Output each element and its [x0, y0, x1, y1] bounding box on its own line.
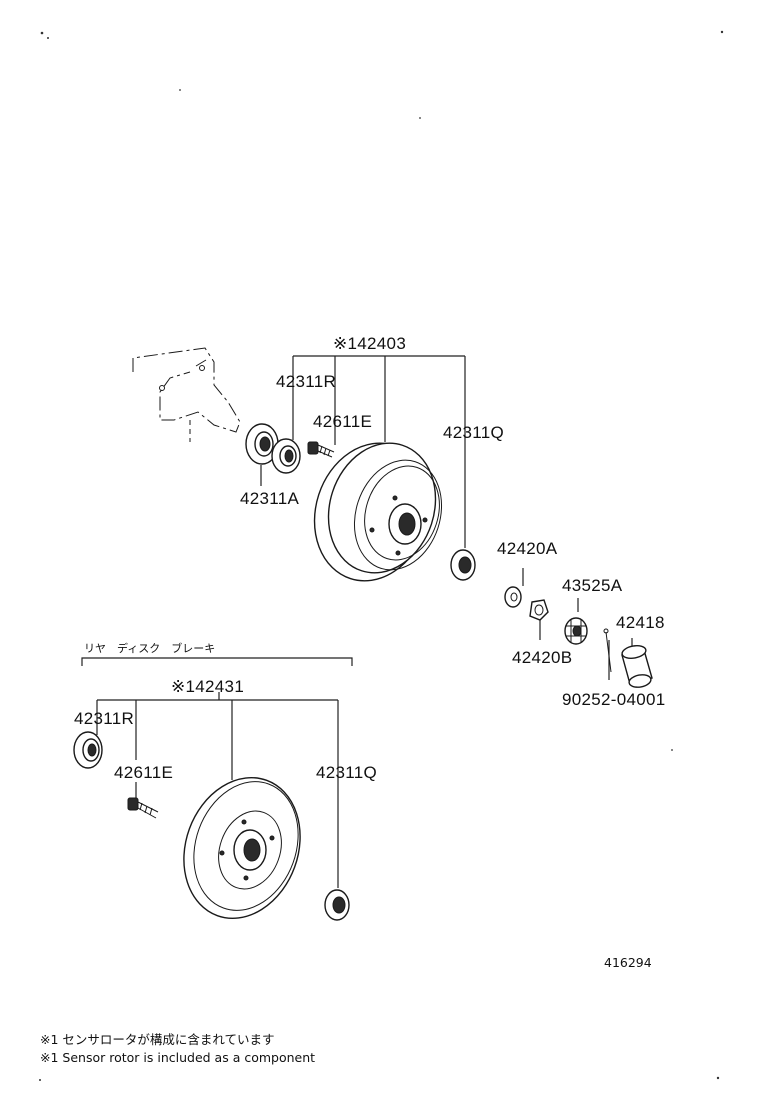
note-japanese: ※1 センサロータが構成に含まれています: [40, 1032, 275, 1047]
backing-plate-outline: [132, 347, 241, 442]
cotter-pin-90252: [603, 628, 612, 673]
bearing-42311q-lower: [324, 889, 350, 921]
nut-42420b: [529, 599, 549, 621]
grease-cap-42418: [621, 645, 653, 688]
rear-disc-bracket: リヤ ディスク ブレーキ: [81, 641, 353, 666]
label-42420b: 42420B: [512, 648, 572, 667]
label-42611e-upper: 42611E: [313, 412, 372, 431]
lower-leader-lines: [96, 692, 339, 888]
bearing-42311r-lower: [73, 731, 103, 769]
label-42311r-upper: 42311R: [276, 372, 336, 391]
upper-leader-lines: [260, 355, 633, 680]
washer-42420a: [504, 586, 522, 608]
label-42311q-lower: 42311Q: [316, 763, 377, 782]
label-42311r-lower: 42311R: [74, 709, 134, 728]
hub-bolt-42611e-lower: [127, 797, 159, 819]
label-90252-04001: 90252-04001: [562, 690, 666, 709]
bearing-42311r: [271, 438, 301, 474]
figure-number: 416294: [604, 955, 652, 970]
label-42311q-upper: 42311Q: [443, 423, 504, 442]
label-42420a: 42420A: [497, 539, 558, 558]
label-42611e-lower: 42611E: [114, 763, 173, 782]
scan-specks: [39, 30, 724, 1081]
nut-lock-43525a: [564, 617, 588, 645]
bearing-42311q-upper: [450, 549, 476, 581]
bearing-42311a: [245, 423, 279, 465]
label-assy-42403: ※142403: [333, 334, 406, 353]
rear-disc-brake-title: リヤ ディスク ブレーキ: [84, 641, 215, 655]
lower-labels: ※142431 42311R 42611E 42311Q: [74, 677, 377, 782]
brake-disc-42431: [183, 776, 301, 920]
label-42418: 42418: [616, 613, 665, 632]
label-42311a: 42311A: [240, 489, 300, 508]
label-assy-42431: ※142431: [171, 677, 244, 696]
brake-drum-42403: [313, 442, 443, 582]
note-english: ※1 Sensor rotor is included as a compone…: [40, 1050, 315, 1065]
label-43525a: 43525A: [562, 576, 623, 595]
upper-labels: ※142403 42311R 42611E 42311Q 42311A 4242…: [240, 334, 666, 709]
hub-bolt-42611e: [307, 441, 335, 458]
